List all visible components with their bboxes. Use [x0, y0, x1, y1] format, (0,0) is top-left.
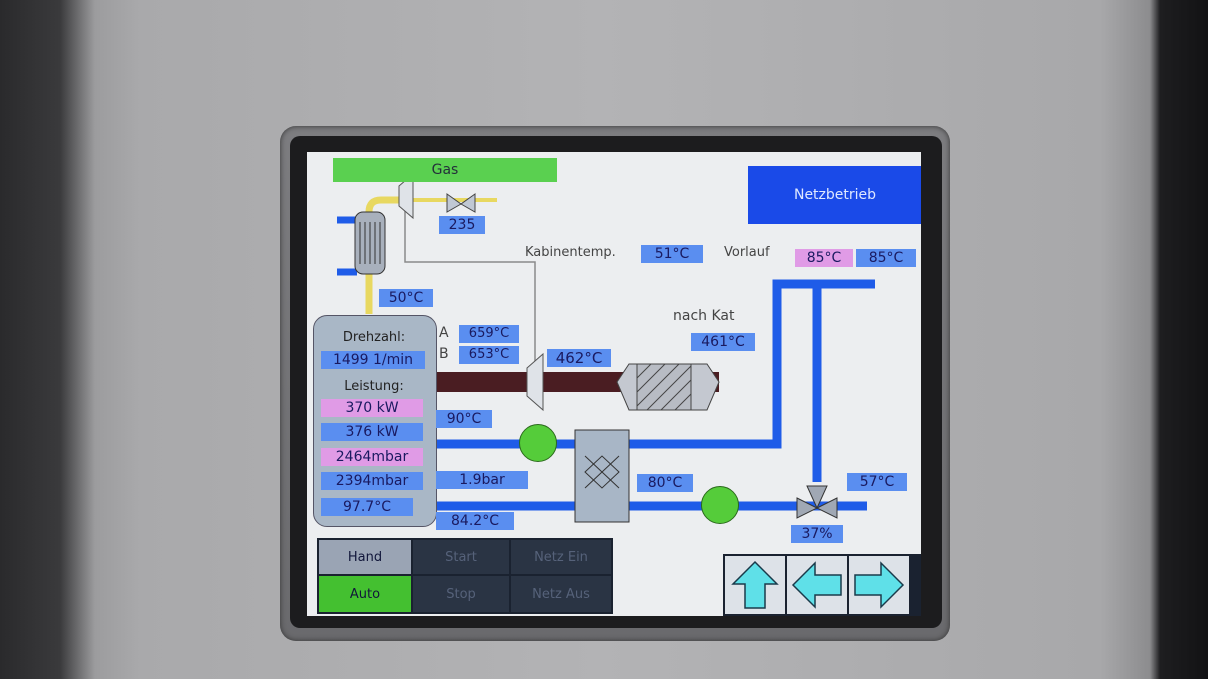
gas-valve-value: 235: [439, 216, 485, 234]
pump-return-icon[interactable]: [701, 486, 739, 524]
drehzahl-value: 1499 1/min: [321, 351, 425, 369]
hx-out-temp-value: 80°C: [637, 474, 693, 492]
arrow-right-icon: [854, 561, 905, 609]
cylinder-a-value: 659°C: [459, 325, 519, 343]
netz-ein-button[interactable]: Netz Ein: [511, 540, 611, 574]
cylinder-b-label: B: [439, 346, 449, 362]
mix-out-temp-value: 57°C: [847, 473, 907, 491]
arrow-left-icon: [791, 561, 842, 609]
drehzahl-label: Drehzahl:: [342, 330, 406, 345]
pump-hot-icon[interactable]: [519, 424, 557, 462]
cylinder-b-value: 653°C: [459, 346, 519, 364]
engine-panel: [313, 315, 437, 527]
catalyst-value: 461°C: [691, 333, 755, 351]
gas-header: Gas: [333, 158, 557, 182]
stop-button[interactable]: Stop: [413, 576, 509, 612]
vorlauf-actual-value: 85°C: [856, 249, 916, 267]
engine-temp-value: 97.7°C: [321, 498, 413, 516]
cylinder-a-label: A: [439, 325, 449, 341]
auto-button[interactable]: Auto: [319, 576, 411, 612]
exhaust-temp-value: 50°C: [379, 289, 433, 307]
hot-water-temp-value: 90°C: [436, 410, 492, 428]
cooling-pressure-value: 1.9bar: [436, 471, 528, 489]
catalyst-label: nach Kat: [673, 308, 735, 324]
vorlauf-label: Vorlauf: [724, 245, 770, 260]
valve-position-value: 37%: [791, 525, 843, 543]
process-schematic: [337, 172, 875, 523]
pressure-set-value: 2464mbar: [321, 448, 423, 466]
arrow-up-icon: [731, 560, 779, 609]
leistung-label: Leistung:: [344, 379, 404, 394]
vorlauf-set-value: 85°C: [795, 249, 853, 267]
nav-left-button[interactable]: [787, 556, 847, 614]
turbo-temp-value: 462°C: [547, 349, 611, 367]
start-button[interactable]: Start: [413, 540, 509, 574]
cabin-temp-value: 51°C: [641, 245, 703, 263]
nav-up-button[interactable]: [725, 556, 785, 614]
hand-button[interactable]: Hand: [319, 540, 411, 574]
return-temp-value: 84.2°C: [436, 512, 514, 530]
nav-right-button[interactable]: [849, 556, 909, 614]
cabin-temp-label: Kabinentemp.: [525, 245, 616, 260]
hmi-screen: Gas Netzbetrieb 235 50°C Kabinentemp. 51…: [307, 152, 921, 616]
netz-aus-button[interactable]: Netz Aus: [511, 576, 611, 612]
pressure-actual-value: 2394mbar: [321, 472, 423, 490]
leistung-actual-value: 376 kW: [321, 423, 423, 441]
netzbetrieb-indicator[interactable]: Netzbetrieb: [748, 166, 921, 224]
leistung-set-value: 370 kW: [321, 399, 423, 417]
